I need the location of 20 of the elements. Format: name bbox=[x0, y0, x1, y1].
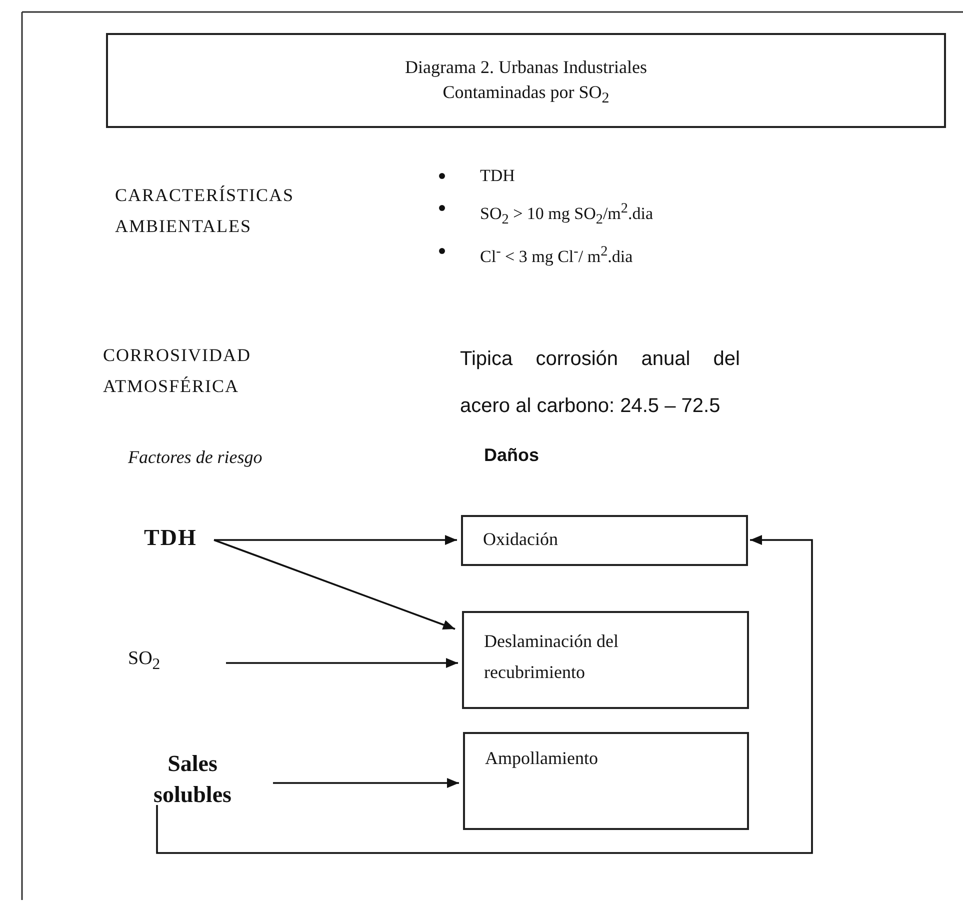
column-heading: Factores de riesgo bbox=[128, 447, 264, 468]
arrow bbox=[214, 535, 457, 545]
title-box: Diagrama 2. Urbanas Industriales Contaminadas por SO$_{2}$ bbox=[106, 33, 946, 128]
arrow bbox=[214, 539, 456, 630]
damage-box: Oxidación bbox=[461, 515, 748, 566]
factor-label: TDH bbox=[144, 525, 210, 555]
section-heading: CORROSIVIDAD ATMOSFÉRICA bbox=[103, 344, 252, 398]
column-heading: Daños bbox=[484, 445, 540, 466]
damage-box: Ampollamiento bbox=[463, 732, 749, 830]
factor-label: SO$_{2}$ bbox=[128, 648, 168, 678]
bullet-item: SO$_{2}$ > 10 mg SO$_{2}$/m$^{2}$.dia bbox=[480, 204, 653, 223]
bullet-item: Cl$^{-}$ < 3 mg Cl$^{-}$/ m$^{2}$.dia bbox=[480, 246, 633, 266]
arrow bbox=[226, 658, 458, 668]
damage-box: Deslaminación del recubrimiento bbox=[462, 611, 749, 709]
arrow bbox=[156, 535, 813, 854]
bullet-item: TDH bbox=[480, 166, 515, 185]
factor-label: Sales solubles bbox=[135, 748, 250, 812]
arrow bbox=[273, 778, 459, 788]
section-heading: CARACTERÍSTICAS AMBIENTALES bbox=[115, 184, 296, 238]
description-text: Tipica corrosión anual del acero al carbono: 24.5 – 72.5 bbox=[460, 347, 740, 419]
